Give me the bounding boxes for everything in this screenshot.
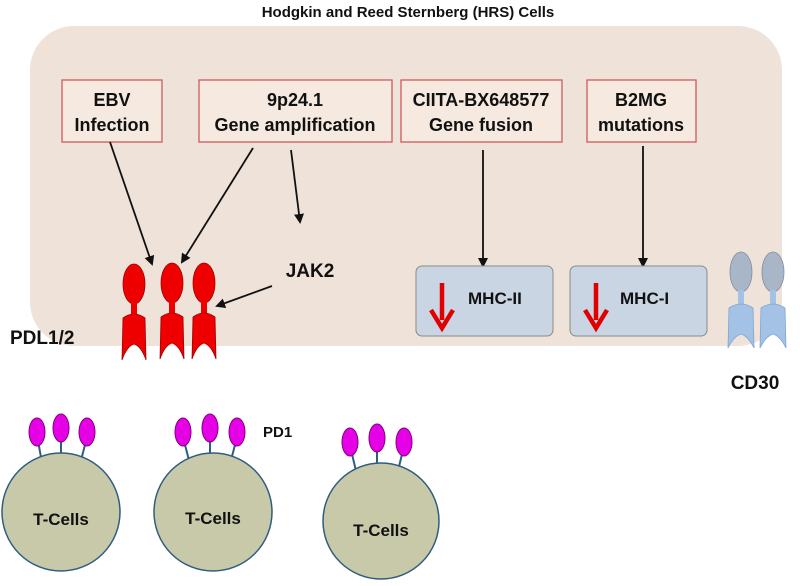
pd1-receptor bbox=[395, 427, 413, 457]
jak2-label: JAK2 bbox=[286, 261, 335, 282]
pd1-receptor bbox=[228, 417, 246, 447]
gene-amplification-box: 9p24.1 Gene amplification bbox=[198, 79, 393, 143]
b2mg-box-line2: mutations bbox=[598, 115, 684, 135]
arrow-jak2-to-pdl bbox=[215, 285, 273, 308]
t-cell-label: T-Cells bbox=[185, 509, 241, 528]
pd1-receptor bbox=[341, 427, 359, 457]
t-cell-label: T-Cells bbox=[353, 521, 409, 540]
pd1-receptor bbox=[28, 417, 46, 447]
gene-fusion-box: CIITA-BX648577 Gene fusion bbox=[400, 79, 563, 143]
amp-box-line2: Gene amplification bbox=[214, 115, 375, 135]
arrow-ebv-to-pdl bbox=[109, 141, 155, 266]
arrow-amp-to-jak2 bbox=[290, 149, 304, 224]
b2mg-mutations-box: B2MG mutations bbox=[586, 79, 697, 143]
pd1-receptor bbox=[174, 417, 192, 447]
pd1-receptor bbox=[368, 423, 386, 453]
b2mg-box-line1: B2MG bbox=[615, 90, 667, 110]
pdl-receptor bbox=[191, 262, 217, 360]
t-cell: T-Cells bbox=[1, 413, 121, 572]
mhc1-label: MHC-I bbox=[620, 289, 669, 308]
ebv-box-line1: EBV bbox=[93, 90, 130, 110]
mhc1-box: MHC-I bbox=[569, 265, 708, 337]
ebv-box-line2: Infection bbox=[75, 115, 150, 135]
cd30-receptor bbox=[759, 251, 787, 349]
t-cell: T-Cells bbox=[322, 423, 440, 580]
t-cell-label: T-Cells bbox=[33, 510, 89, 529]
fusion-box-line1: CIITA-BX648577 bbox=[413, 90, 550, 110]
pdl-receptor bbox=[121, 263, 147, 361]
ebv-infection-box: EBV Infection bbox=[61, 79, 163, 143]
pd1-receptor bbox=[78, 417, 96, 447]
amp-box-line1: 9p24.1 bbox=[267, 90, 323, 110]
mhc2-box: MHC-II bbox=[415, 265, 554, 337]
arrow-amp-to-pdl bbox=[180, 147, 254, 264]
fusion-box-line2: Gene fusion bbox=[429, 115, 533, 135]
t-cell: T-Cells bbox=[153, 413, 273, 572]
cd30-label: CD30 bbox=[731, 373, 780, 394]
mhc2-label: MHC-II bbox=[468, 289, 522, 308]
diagram-title: Hodgkin and Reed Sternberg (HRS) Cells bbox=[262, 4, 555, 21]
pdl-label: PDL1/2 bbox=[10, 328, 74, 349]
pd1-receptor bbox=[201, 413, 219, 443]
pd1-receptor bbox=[52, 413, 70, 443]
cd30-receptor bbox=[727, 251, 755, 349]
pd1-label: PD1 bbox=[263, 424, 292, 441]
pdl-receptor bbox=[159, 262, 185, 360]
